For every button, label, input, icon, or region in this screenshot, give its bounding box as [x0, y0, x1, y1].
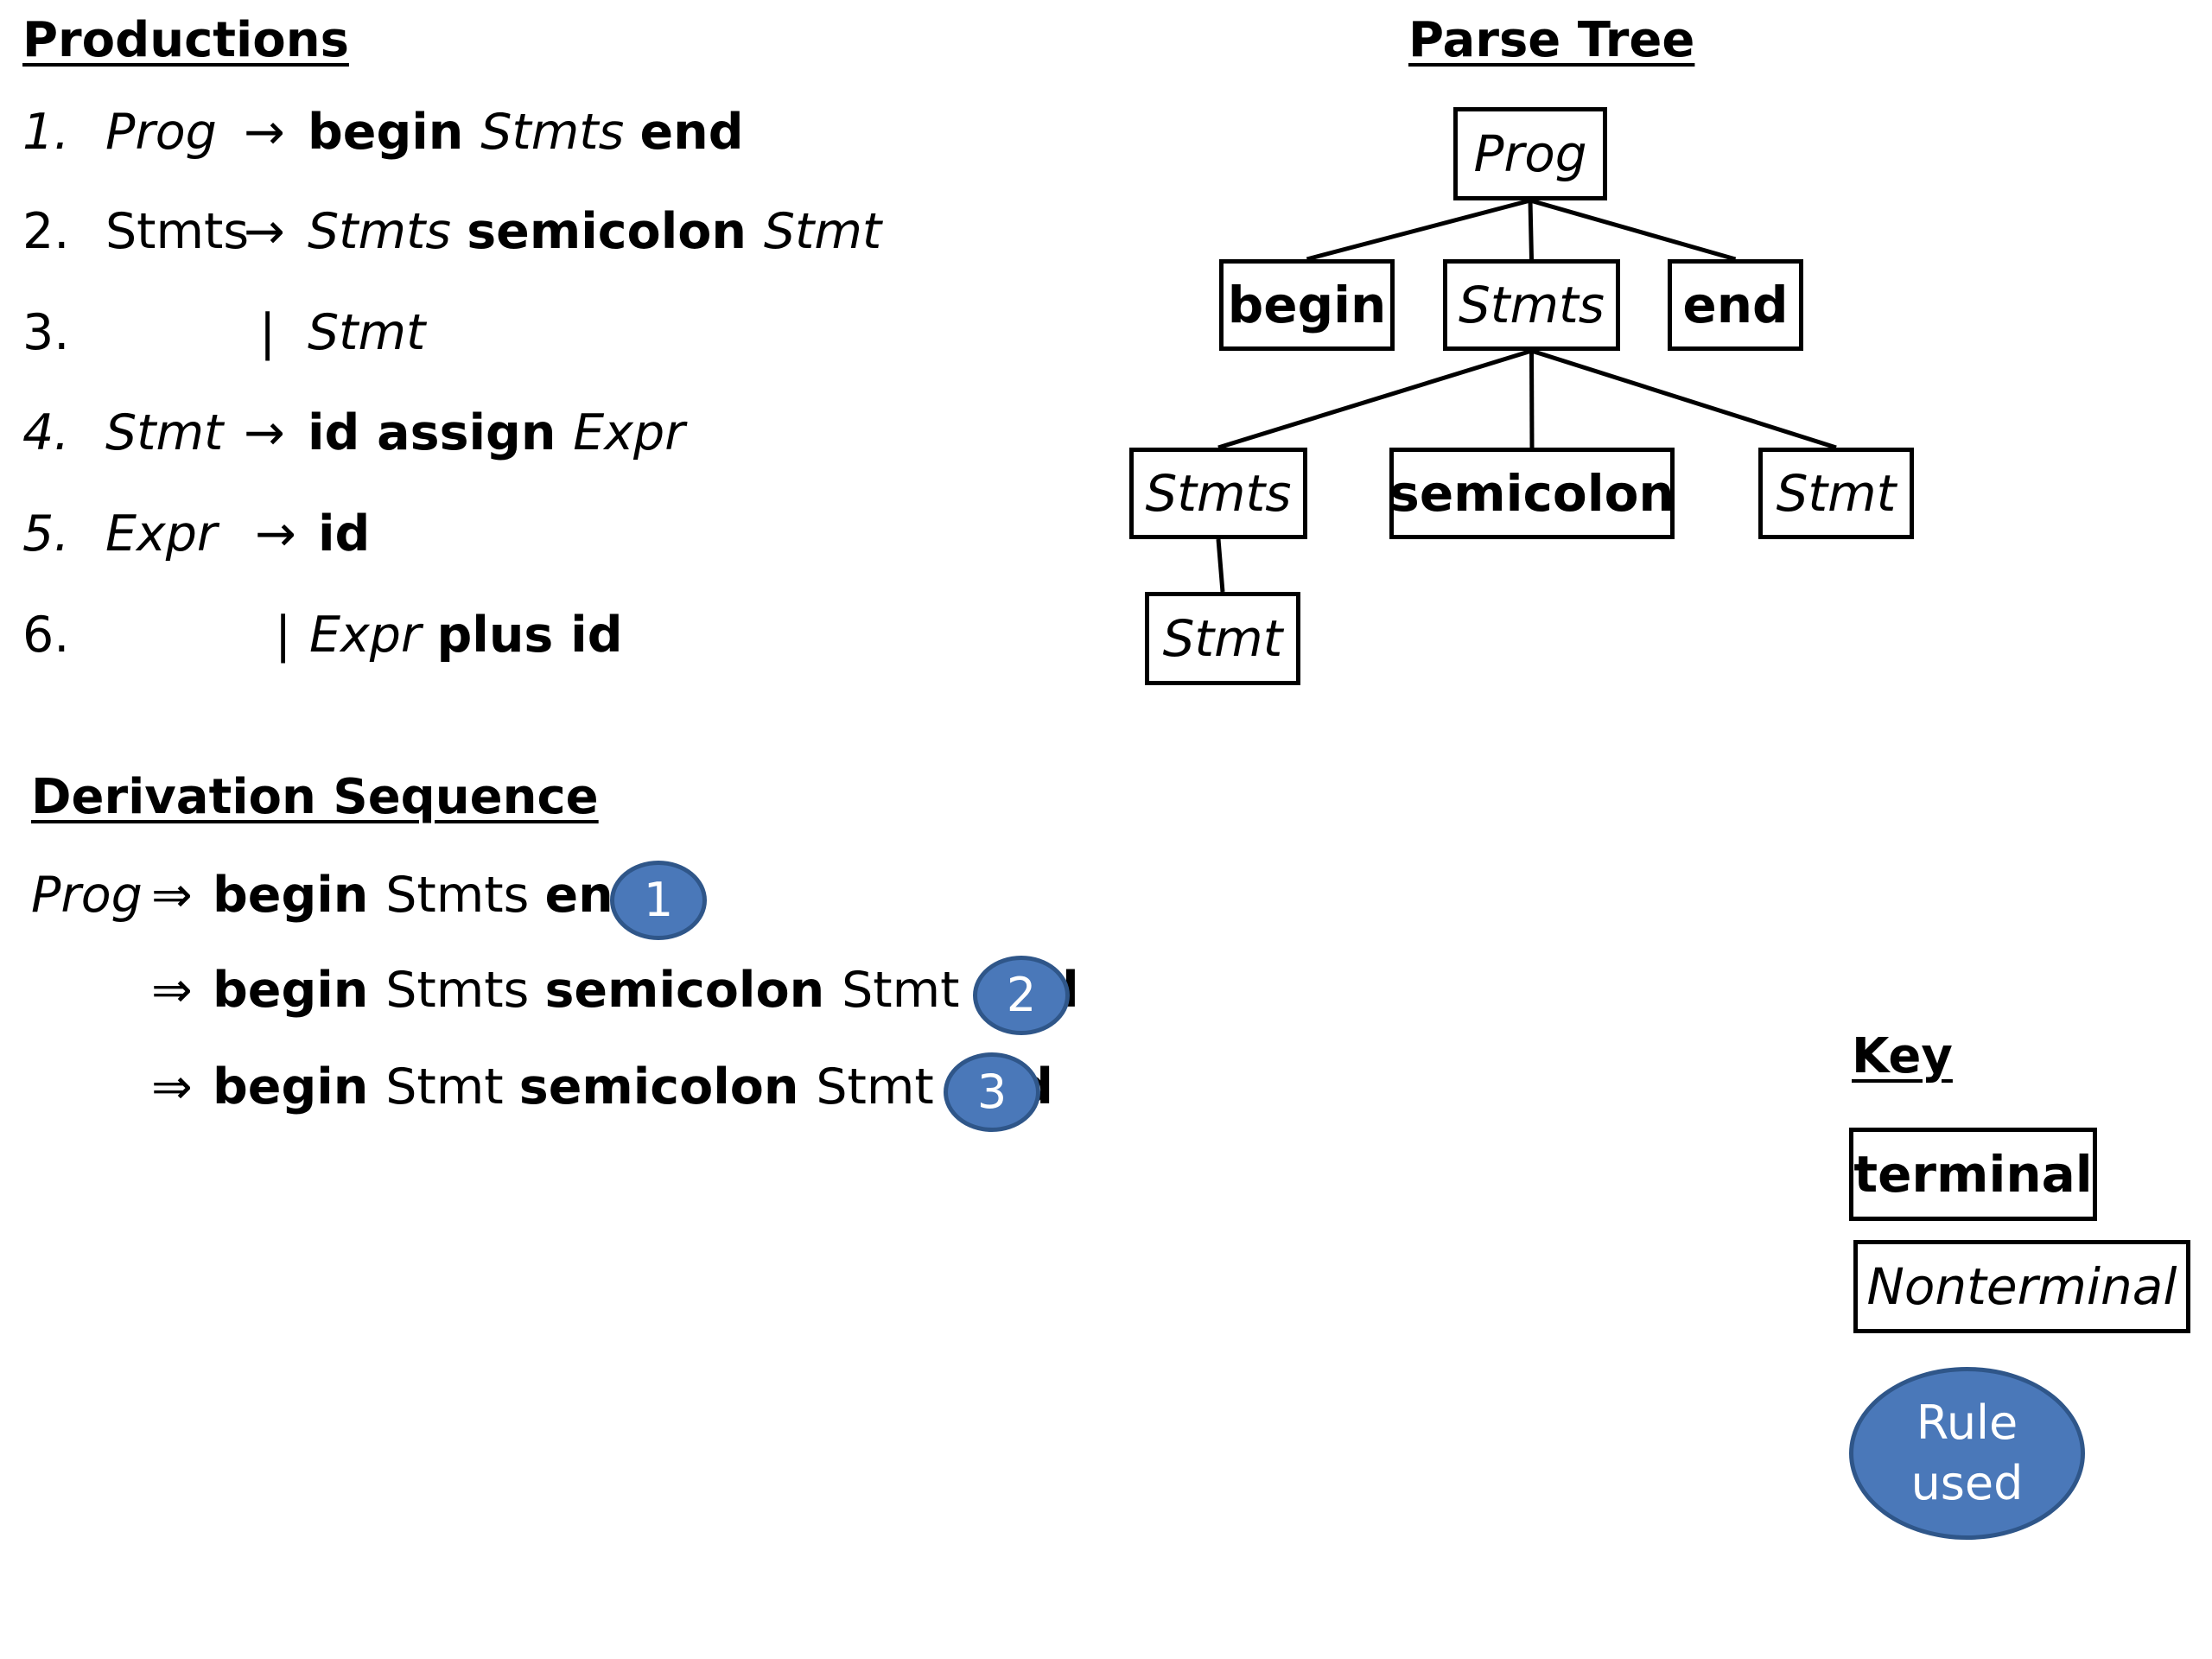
production-symbol: Stmts [308, 203, 467, 260]
production-symbol: semicolon [467, 203, 764, 260]
production-symbol: id assign [308, 404, 574, 461]
tree-edge-stmts2-stmt2 [1216, 538, 1225, 593]
key-heading: Key [1852, 1028, 1953, 1084]
derivation-symbol: Stmt [816, 1058, 950, 1116]
rule-used-badge: 1 [610, 861, 707, 940]
derivation-sentential-form: begin Stmts semicolon Stmt end [213, 966, 1079, 1015]
key-nonterminal-box: Nonterminal [1853, 1240, 2190, 1333]
productions-heading: Productions [22, 12, 349, 68]
rule-used-badge: 3 [944, 1052, 1040, 1132]
derivation-symbol: begin [213, 962, 386, 1019]
production-symbol: Stmt [763, 203, 882, 260]
derivation-symbol: semicolon [518, 1058, 817, 1116]
production-symbol: Stmt [308, 304, 426, 361]
key-terminal-box: terminal [1849, 1128, 2097, 1221]
derivation-sentential-form: begin Stmt semicolon Stmt end [213, 1063, 1053, 1112]
derivation-symbol: begin [213, 1058, 386, 1116]
production-number: 3. [22, 304, 70, 361]
tree-edge-prog-stmts1 [1528, 200, 1534, 260]
production-number: 6. [22, 607, 70, 664]
derivation-heading: Derivation Sequence [31, 769, 599, 825]
derivation-symbol: Stmt [842, 962, 976, 1019]
production-arrow: → [255, 505, 296, 563]
tree-node-semicolon: semicolon [1389, 448, 1675, 539]
production-arrow: → [244, 404, 285, 461]
derivation-symbol: Stmts [385, 962, 545, 1019]
production-number: 1. [22, 104, 70, 161]
derivation-start-symbol: Prog [31, 867, 143, 924]
tree-node-stmts1: Stmts [1443, 259, 1620, 351]
production-symbol: plus id [436, 607, 623, 664]
derivation-arrow: ⇒ [151, 867, 193, 924]
production-rhs: Stmts semicolon Stmt [308, 207, 881, 257]
tree-edge-stmts1-stmt1 [1530, 348, 1837, 450]
production-symbol: Stmts [480, 104, 640, 161]
production-symbol: begin [308, 104, 481, 161]
tree-node-end: end [1668, 259, 1803, 351]
production-number: 2. [22, 203, 70, 260]
production-lhs: Prog [105, 104, 217, 161]
production-lhs: Stmt [105, 404, 224, 461]
production-symbol: end [639, 104, 744, 161]
production-arrow: → [244, 203, 285, 260]
production-rhs: begin Stmts end [308, 108, 744, 157]
key-rule-used-badge: Rule used [1849, 1367, 2085, 1540]
tree-node-stmt1: Stmt [1758, 448, 1914, 539]
rule-used-badge: 2 [973, 956, 1070, 1035]
tree-node-prog: Prog [1453, 107, 1607, 200]
production-alternative-bar: | [275, 607, 292, 664]
production-rhs: Stmt [308, 308, 425, 358]
production-rhs: id assign Expr [308, 409, 685, 458]
derivation-symbol: Stmt [385, 1058, 519, 1116]
production-symbol: id [318, 505, 371, 563]
production-symbol: Expr [309, 607, 437, 664]
production-number: 5. [22, 505, 70, 563]
derivation-arrow: ⇒ [151, 962, 193, 1019]
production-alternative-bar: | [259, 304, 276, 361]
key-rule-line1: Rule [1916, 1395, 2018, 1450]
derivation-sentential-form: begin Stmts end [213, 871, 649, 920]
derivation-symbol: begin [213, 867, 386, 924]
tree-edge-prog-end [1529, 198, 1737, 262]
derivation-symbol: Stmts [385, 867, 545, 924]
derivation-symbol: semicolon [544, 962, 842, 1019]
parse-tree-heading: Parse Tree [1408, 12, 1695, 68]
production-rhs: Expr plus id [309, 611, 623, 660]
derivation-arrow: ⇒ [151, 1058, 193, 1116]
tree-node-begin: begin [1219, 259, 1395, 351]
tree-node-stmt2: Stmt [1145, 592, 1300, 685]
production-number: 4. [22, 404, 70, 461]
tree-edge-stmts1-semicolon [1529, 350, 1535, 448]
production-lhs: Stmts [105, 203, 250, 260]
production-lhs: Expr [105, 505, 218, 563]
tree-edge-prog-begin [1306, 198, 1531, 262]
production-rhs: id [318, 510, 370, 559]
key-rule-line2: used [1910, 1456, 2024, 1510]
tree-edge-stmts1-stmts2 [1217, 348, 1533, 450]
tree-node-stmts2: Stmts [1129, 448, 1307, 539]
production-arrow: → [244, 104, 285, 161]
production-symbol: Expr [573, 404, 685, 461]
